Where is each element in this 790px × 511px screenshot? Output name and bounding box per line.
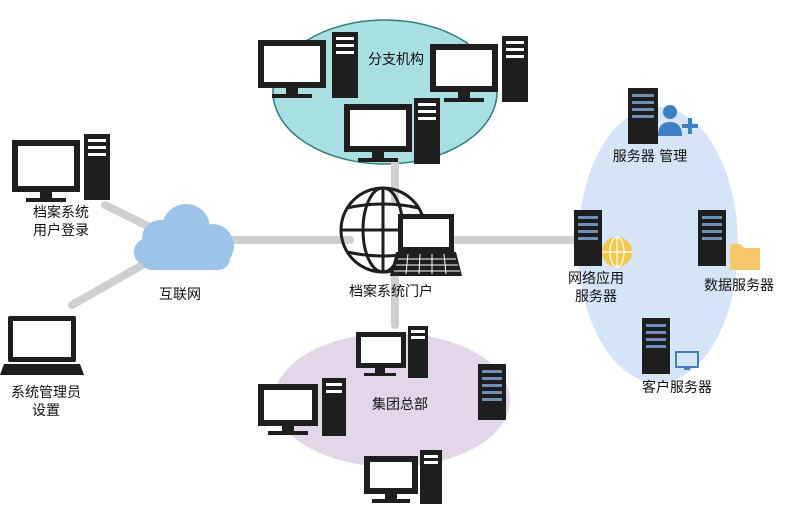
user-login-computer-icon [12,134,110,202]
admin-label: 系统管理员 设置 [0,384,92,420]
data-server-icon [698,210,760,270]
hq-computer-icon-1 [356,326,428,378]
portal-laptop-icon [390,214,462,276]
server-zone [578,107,738,383]
branch-label: 分支机构 [368,52,424,68]
server-management-icon [628,88,698,144]
branch-computer-icon-2 [430,36,528,102]
connectors [68,156,576,329]
client-server-icon [642,318,699,374]
admin-label-line2: 设置 [32,403,60,419]
data-server-label: 数据服务器 [704,278,774,294]
user-login-label-line2: 用户登录 [33,223,89,239]
internet-cloud-icon [134,204,234,270]
hq-server-icon [478,364,506,420]
web-app-server-label: 网络应用 服务器 [556,270,636,306]
server-management-label: 服务器 管理 [612,149,688,165]
user-login-label-line1: 档案系统 [33,205,89,221]
hq-computer-icon-3 [364,450,442,504]
web-app-server-label-line1: 网络应用 [568,271,624,287]
portal-label: 档案系统门户 [349,284,433,300]
hq-computer-icon-2 [258,378,346,436]
branch-computer-icon-1 [258,32,358,98]
internet-label: 互联网 [159,287,201,303]
hq-label: 集团总部 [372,397,428,413]
user-login-label: 档案系统 用户登录 [16,204,106,240]
admin-laptop-icon [0,316,84,375]
branch-computer-icon-3 [344,98,440,164]
client-server-label: 客户服务器 [642,380,712,396]
admin-label-line1: 系统管理员 [11,385,81,401]
web-app-server-label-line2: 服务器 [575,289,617,305]
web-app-server-icon [574,210,632,268]
